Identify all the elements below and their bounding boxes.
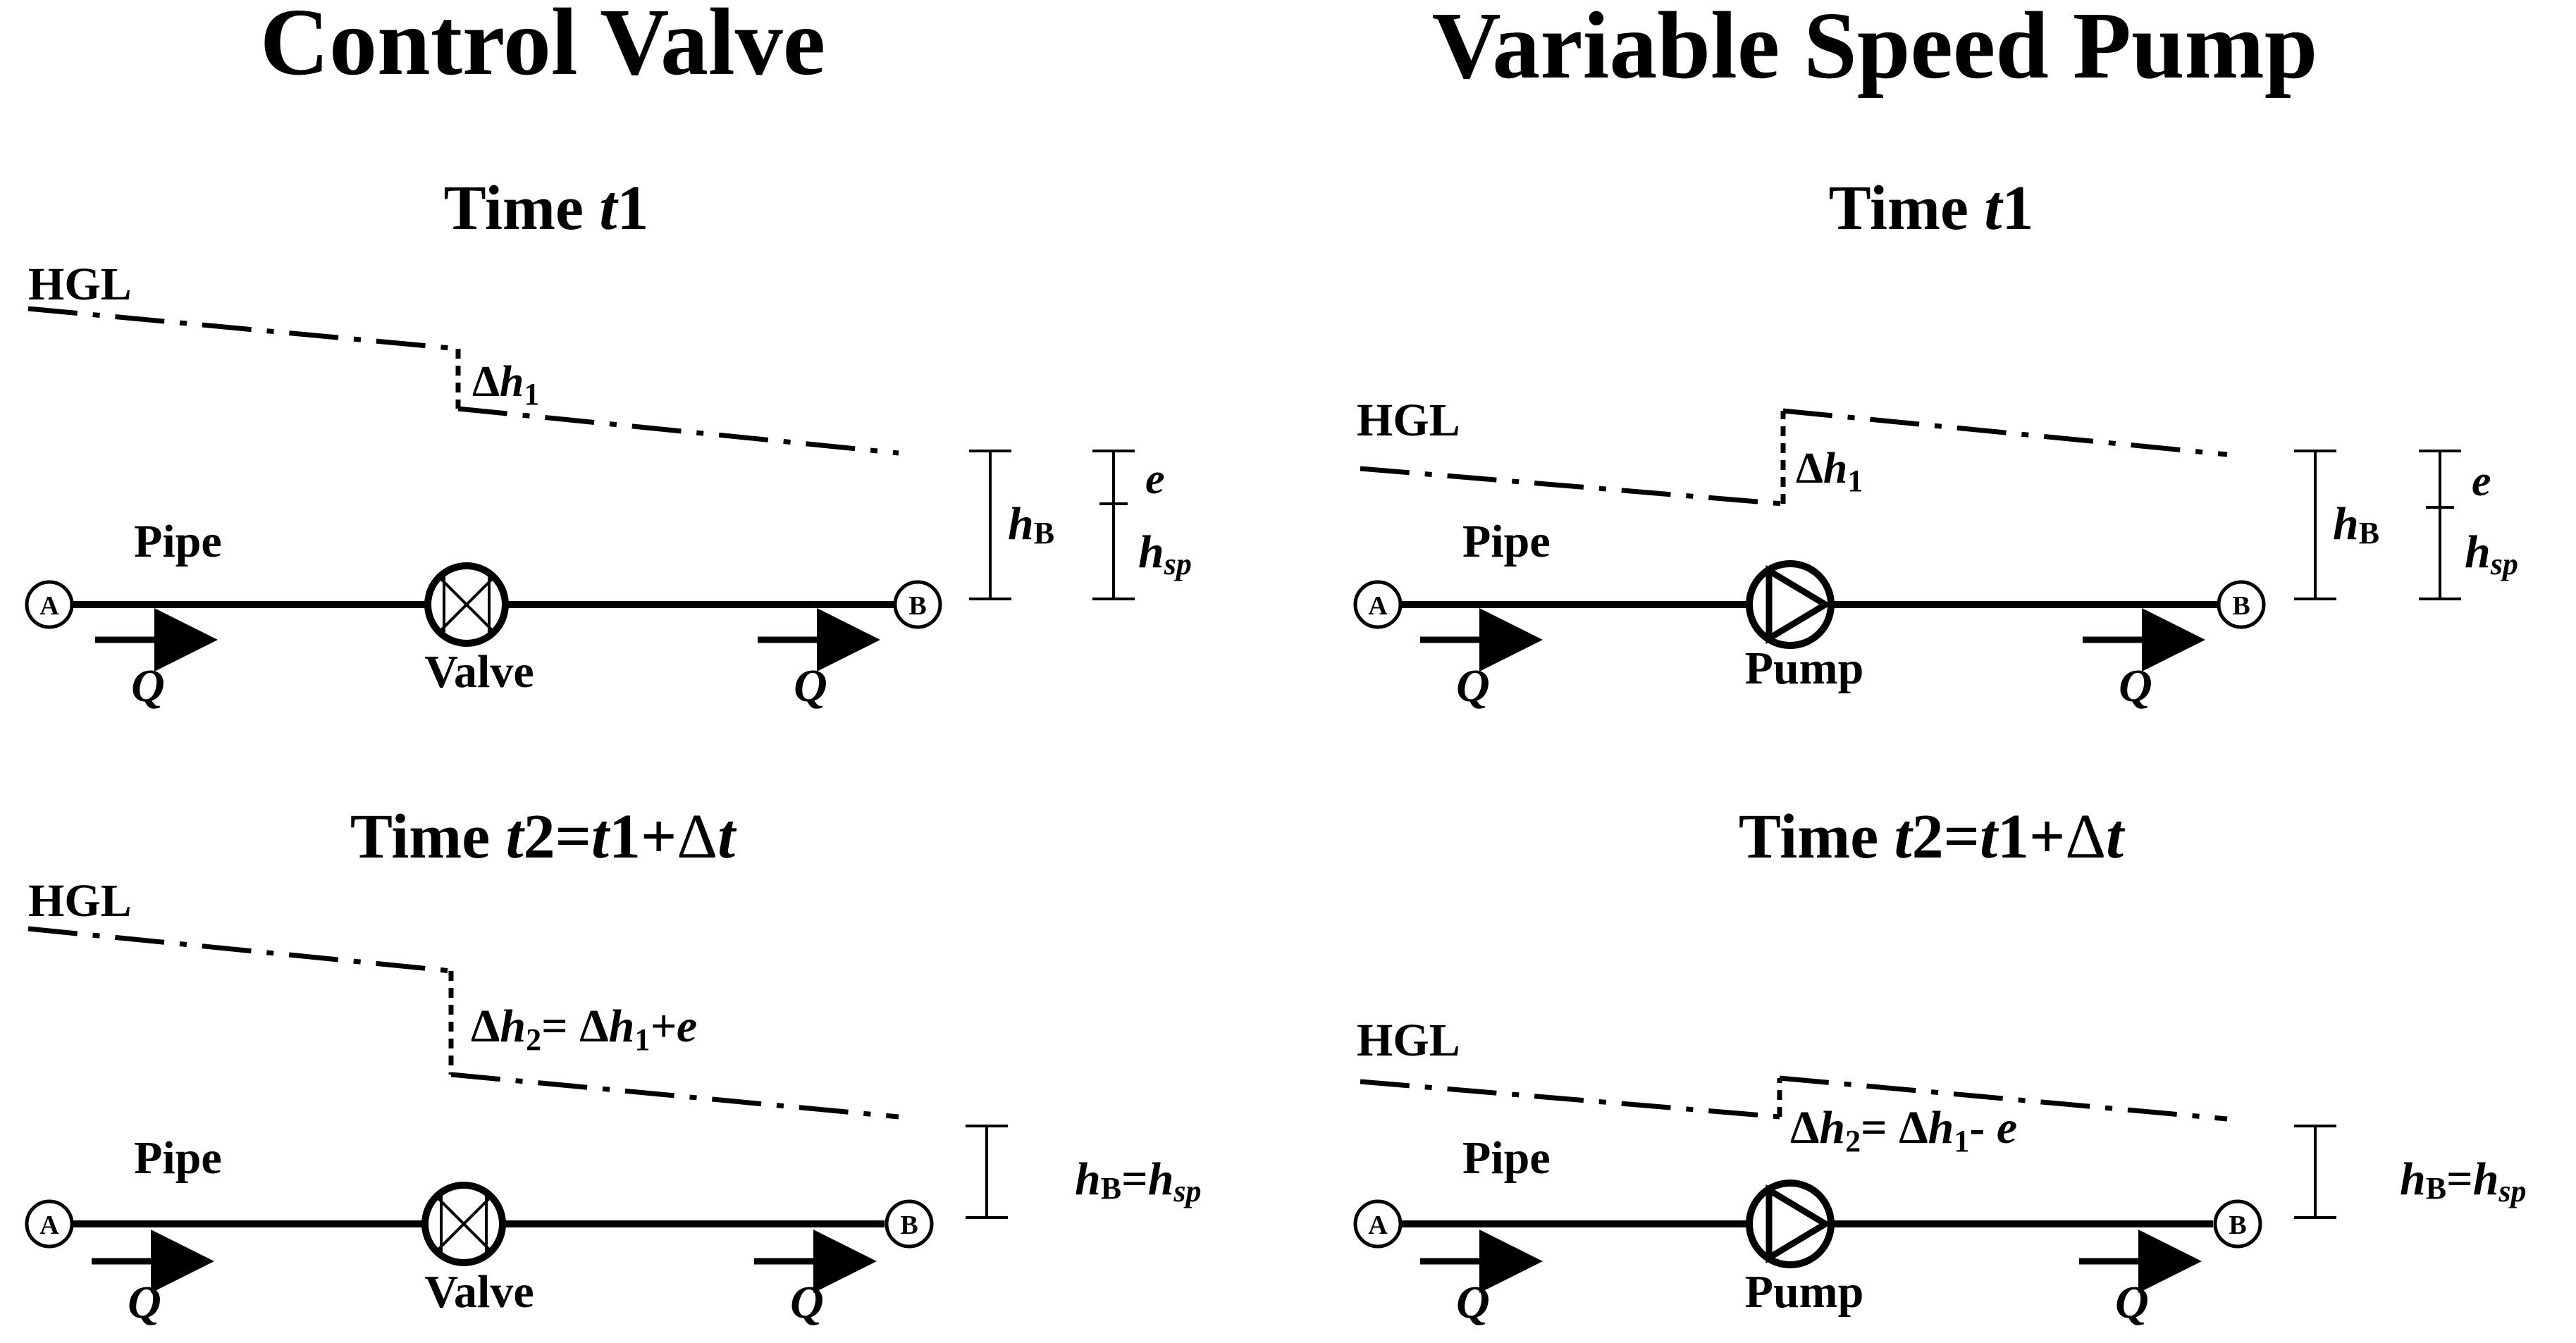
- e-label: e: [1145, 455, 1165, 503]
- node-a: [1353, 580, 1403, 629]
- time-t2-heading: Time t2=t1+Δt: [1739, 802, 2126, 872]
- pipe-label: Pipe: [1462, 1132, 1551, 1184]
- node-a: [1353, 1199, 1403, 1249]
- flow-q-label: Q: [2115, 1277, 2149, 1328]
- hb-dimension-icon: [2294, 1125, 2336, 1219]
- node-b: [2213, 1199, 2262, 1249]
- e-hsp-dimension-icon: [1092, 450, 1135, 600]
- panel-valve-t1: Time t1 HGL Δh1 A B Pipe Valve Q Q hB: [25, 173, 1192, 712]
- delta-h2-label: Δh2= Δh1+e: [471, 1001, 697, 1057]
- hb-equals-hsp-label: hB=hsp: [2400, 1153, 2527, 1208]
- node-a: [25, 1199, 74, 1249]
- node-b-label: B: [908, 591, 926, 621]
- hgl-upstream: [27, 306, 459, 352]
- node-a-label: A: [1368, 1211, 1388, 1240]
- hb-dimension-icon: [2294, 450, 2336, 600]
- flow-q-label: Q: [1456, 660, 1490, 712]
- hb-dimension-icon: [966, 1125, 1008, 1219]
- hgl-label: HGL: [1357, 395, 1460, 446]
- time-t1-heading: Time t1: [444, 173, 649, 243]
- hsp-label: hsp: [2465, 526, 2518, 581]
- hb-label: hB: [2333, 498, 2379, 550]
- pump-label: Pump: [1745, 643, 1864, 694]
- hgl-upstream: [1360, 466, 1784, 507]
- hgl-upstream: [1360, 1079, 1780, 1120]
- panel-pump-t2: Time t2=t1+Δt HGL Δh2= Δh1- e A B Pipe P…: [1353, 802, 2527, 1328]
- pipe-label: Pipe: [134, 1132, 222, 1184]
- pump-icon: [1746, 560, 1835, 649]
- hb-dimension-icon: [969, 450, 1011, 600]
- node-b: [893, 580, 942, 629]
- delta-h1-label: Δh1: [1796, 445, 1863, 498]
- valve-label: Valve: [424, 646, 534, 698]
- node-a-label: A: [1368, 591, 1388, 621]
- node-a-label: A: [39, 1211, 59, 1240]
- pipe-label: Pipe: [134, 516, 222, 567]
- flow-q-label: Q: [794, 660, 827, 712]
- hsp-label: hsp: [1138, 526, 1192, 581]
- hgl-downstream: [450, 1072, 899, 1120]
- hgl-label: HGL: [28, 259, 132, 310]
- node-b-label: B: [900, 1211, 918, 1240]
- delta-h1-label: Δh1: [472, 358, 539, 411]
- hgl-upstream: [27, 926, 452, 974]
- e-hsp-dimension-icon: [2419, 450, 2461, 600]
- node-b: [2217, 580, 2266, 629]
- time-t1-heading: Time t1: [1829, 173, 2034, 243]
- hb-label: hB: [1008, 498, 1054, 550]
- title-variable-speed-pump: Variable Speed Pump: [1432, 0, 2318, 99]
- hgl-downstream: [457, 406, 899, 456]
- node-b-label: B: [2229, 1211, 2246, 1240]
- flow-q-label: Q: [790, 1277, 824, 1328]
- title-control-valve: Control Valve: [260, 0, 825, 95]
- flow-q-label: Q: [131, 660, 165, 712]
- node-b-label: B: [2232, 591, 2250, 621]
- node-a-label: A: [39, 591, 59, 621]
- node-a: [25, 580, 74, 629]
- flow-q-label: Q: [2119, 660, 2152, 712]
- pump-icon: [1746, 1180, 1835, 1268]
- hgl-label: HGL: [28, 875, 132, 927]
- delta-h2-label: Δh2= Δh1- e: [1790, 1102, 2017, 1158]
- hgl-downstream: [1779, 1075, 2228, 1122]
- valve-label: Valve: [424, 1266, 534, 1318]
- hgl-downstream: [1782, 408, 2228, 457]
- pump-label: Pump: [1745, 1266, 1864, 1318]
- valve-icon: [421, 1182, 506, 1266]
- e-label: e: [2472, 457, 2491, 505]
- panel-pump-t1: Time t1 HGL Δh1 A B Pipe Pump Q Q hB: [1353, 173, 2518, 712]
- panel-valve-t2: Time t2=t1+Δt HGL Δh2= Δh1+e A B Pipe Va…: [25, 802, 1202, 1328]
- hgl-label: HGL: [1357, 1015, 1460, 1066]
- node-b: [885, 1199, 934, 1249]
- pipe-label: Pipe: [1462, 516, 1551, 567]
- flow-q-label: Q: [1456, 1277, 1490, 1328]
- hb-equals-hsp-label: hB=hsp: [1075, 1153, 1202, 1208]
- valve-icon: [424, 562, 509, 647]
- flow-q-label: Q: [128, 1277, 161, 1328]
- time-t2-heading: Time t2=t1+Δt: [350, 802, 737, 872]
